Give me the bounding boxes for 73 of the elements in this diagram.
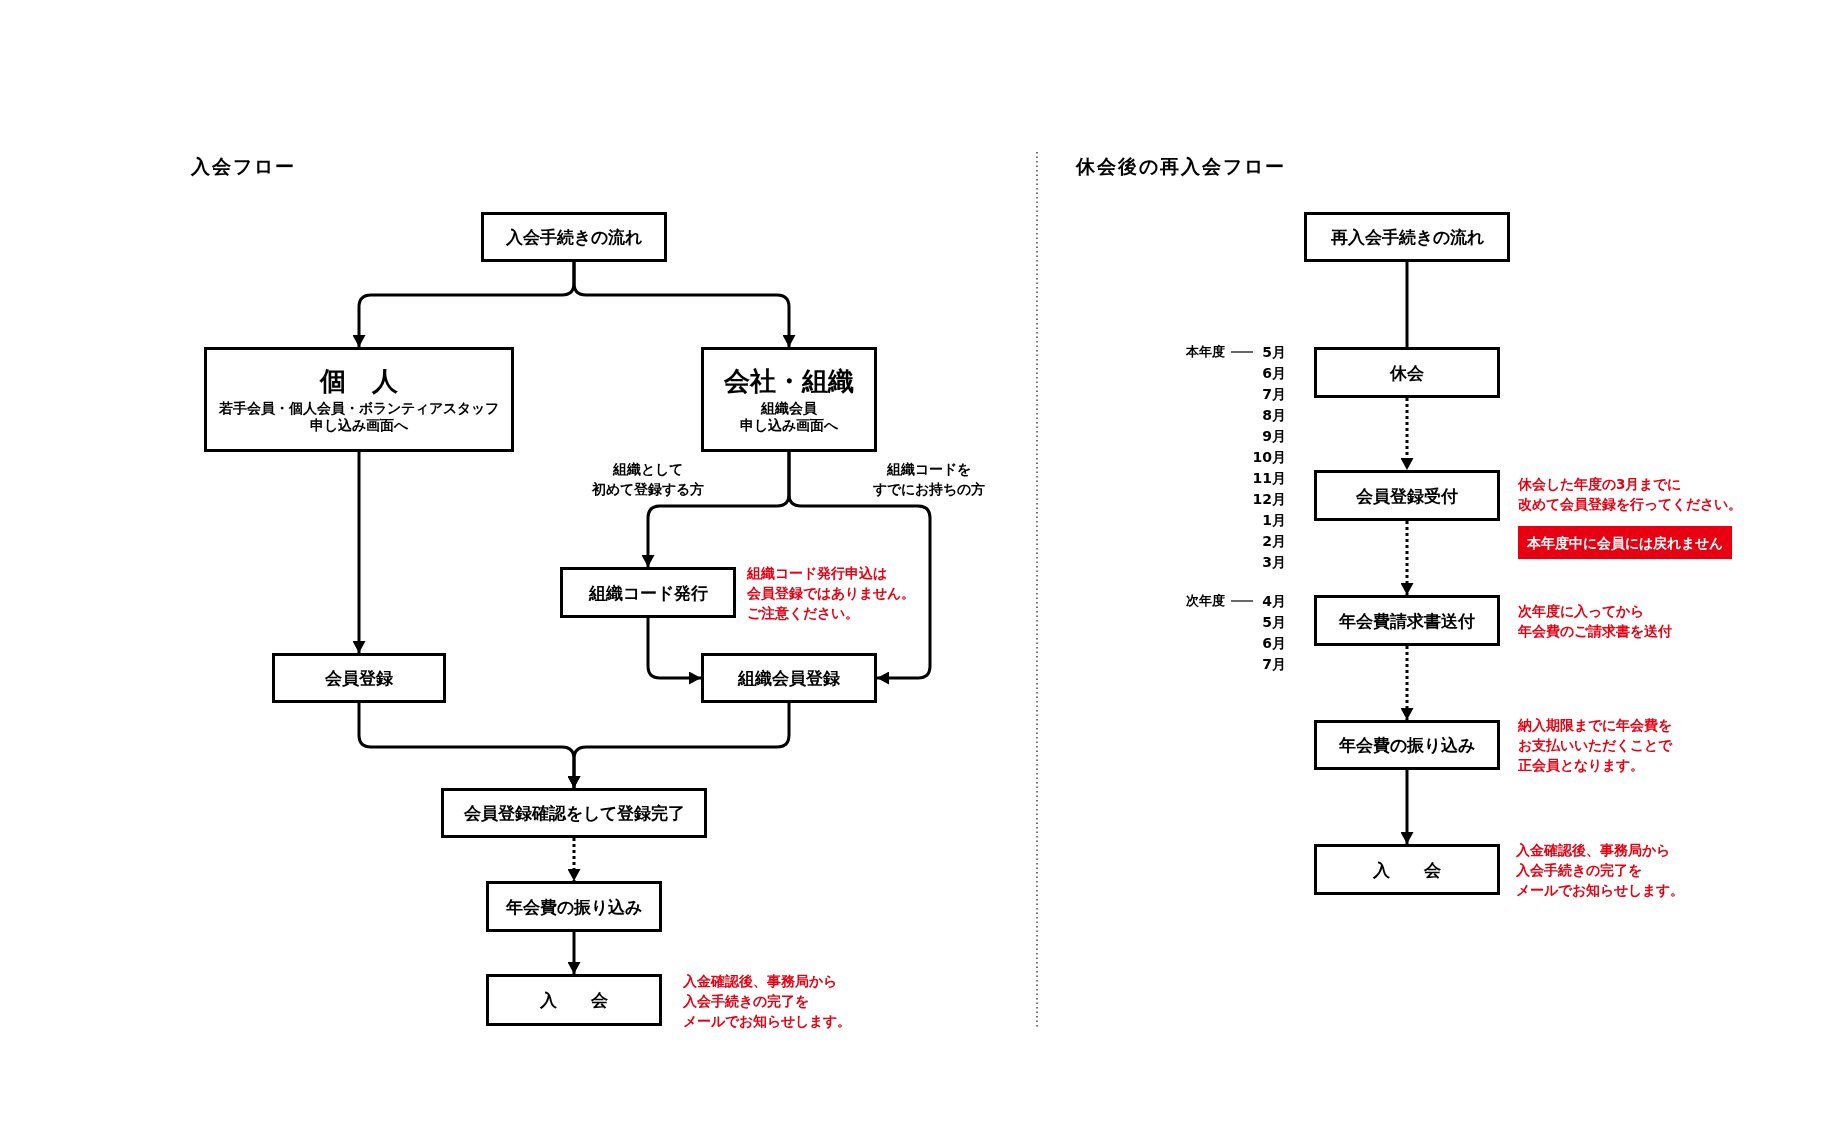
process-box: [204, 347, 514, 452]
month-label: 12月: [1252, 490, 1286, 508]
process-box: [1314, 595, 1500, 646]
month-label: 1月: [1262, 511, 1286, 529]
box-label: 再入会手続きの流れ: [1330, 226, 1484, 248]
fiscal-year-label: 本年度: [1186, 343, 1225, 361]
month-label: 2月: [1262, 532, 1286, 550]
box-label: 会員登録受付: [1356, 484, 1458, 507]
process-box: [1304, 212, 1510, 262]
box-label: 年会費の振り込み: [1339, 734, 1475, 756]
connector-line: [1405, 262, 1409, 347]
month-label: 11月: [1252, 469, 1286, 487]
box-label: 休会: [1390, 361, 1424, 384]
process-box: [701, 347, 877, 452]
arrow: [1400, 521, 1414, 595]
box-label: 入 会: [1373, 858, 1441, 881]
box-subtitle: 若手会員・個人会員・ボランティアスタッフ申し込み画面へ: [219, 400, 499, 434]
edge-label: 組織として初めて登録する方: [590, 459, 706, 499]
month-label: 8月: [1262, 406, 1286, 424]
note-text: 入金確認後、事務局から入会手続きの完了をメールでお知らせします。: [1516, 841, 1684, 900]
section-heading: 入会フロー: [191, 154, 296, 178]
process-box: [1314, 347, 1500, 398]
arrow: [567, 703, 791, 788]
arrow: [1400, 398, 1414, 470]
month-label: 5月: [1262, 613, 1286, 631]
box-subtitle: 組織会員申し込み画面へ: [740, 400, 838, 434]
process-box: [481, 212, 667, 262]
process-box: [1314, 844, 1500, 895]
arrow: [572, 262, 796, 347]
month-label: 7月: [1262, 385, 1286, 403]
month-label: 4月: [1262, 592, 1286, 610]
note-text: 休会した年度の3月までに改めて会員登録を行ってください。: [1518, 475, 1742, 514]
arrow: [787, 452, 932, 685]
process-box: [1314, 720, 1500, 770]
box-label: 会員登録確認をして登録完了: [463, 802, 685, 824]
box-label: 組織会員登録: [738, 667, 840, 689]
arrow: [1400, 770, 1414, 844]
box-title: 個 人: [320, 365, 398, 397]
box-label: 入 会: [540, 989, 608, 1011]
box-title: 会社・組織: [724, 365, 854, 397]
box-label: 年会費請求書送付: [1339, 609, 1475, 632]
section-heading: 休会後の再入会フロー: [1076, 154, 1286, 178]
month-label: 3月: [1262, 553, 1286, 571]
banner-text: 本年度中に会員には戻れません: [1527, 533, 1723, 552]
month-label: 10月: [1252, 448, 1286, 466]
month-label: 6月: [1262, 634, 1286, 652]
box-label: 年会費の振り込み: [506, 895, 642, 918]
arrow: [567, 932, 581, 974]
note-text: 組織コード発行申込は会員登録ではありません。ご注意ください。: [747, 564, 915, 623]
arrow: [1400, 646, 1414, 720]
arrow: [567, 838, 581, 881]
month-label: 6月: [1262, 364, 1286, 382]
note-text: 次年度に入ってから年会費のご請求書を送付: [1518, 602, 1672, 641]
note-text: 入金確認後、事務局から入会手続きの完了をメールでお知らせします。: [683, 972, 851, 1031]
process-box: [486, 974, 662, 1026]
box-label: 組織コード発行: [588, 581, 708, 604]
process-box: [441, 788, 707, 838]
month-label: 5月: [1262, 343, 1286, 361]
warning-banner: [1518, 526, 1732, 559]
edge-label: 組織コードをすでにお持ちの方: [871, 459, 987, 499]
process-box: [1314, 470, 1500, 521]
arrow: [352, 452, 366, 653]
box-label: 会員登録: [325, 667, 393, 689]
note-text: 納入期限までに年会費をお支払いいただくことで正会員となります。: [1518, 716, 1672, 775]
box-label: 入会手続きの流れ: [506, 226, 642, 248]
process-box: [701, 653, 877, 703]
month-label: 9月: [1262, 427, 1286, 445]
process-box: [272, 653, 446, 703]
arrow: [646, 618, 701, 685]
fiscal-year-label: 次年度: [1186, 592, 1225, 610]
process-box: [560, 567, 736, 618]
month-label: 7月: [1262, 655, 1286, 673]
process-box: [486, 881, 662, 932]
